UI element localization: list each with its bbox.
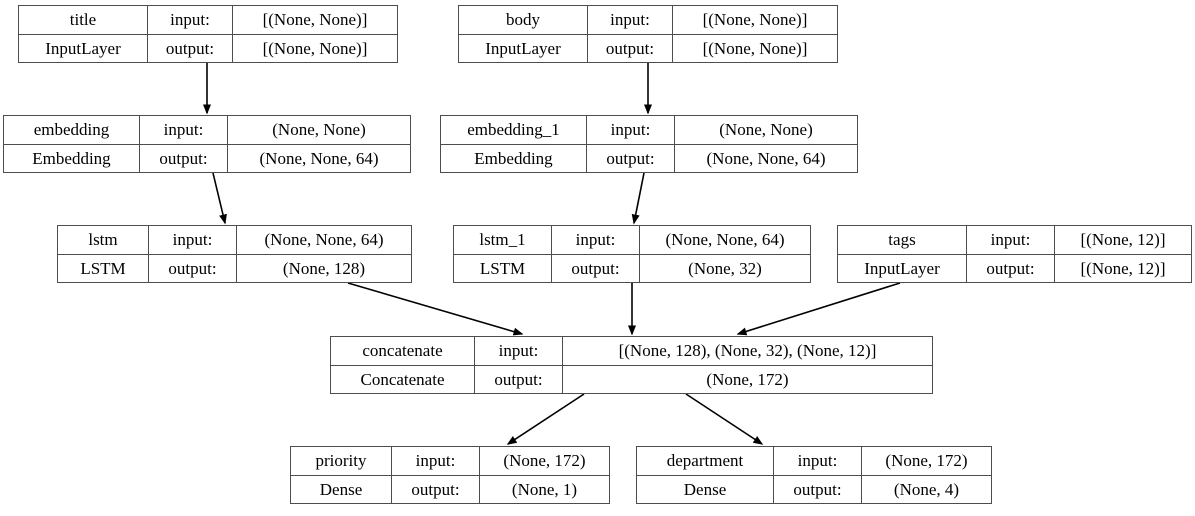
output-shape: (None, 32) [639, 254, 810, 282]
node-department[interactable]: department input:(None, 172) Dense output:(… [636, 446, 992, 504]
edge-concatenate-to-department [685, 393, 764, 445]
node-lstm[interactable]: lstm input:(None, None, 64) LSTM output:(No… [57, 225, 412, 283]
node-row-top: lstm_1 input:(None, None, 64) [454, 226, 810, 254]
output-label: output: [391, 475, 479, 503]
edge-lstm-to-concatenate [347, 282, 524, 336]
output-shape: (None, None, 64) [227, 144, 410, 172]
input-shape: (None, None, 64) [236, 226, 411, 254]
output-shape: [(None, None)] [672, 34, 837, 62]
output-shape: (None, 4) [861, 475, 991, 503]
node-row-top: embedding_1 input:(None, None) [441, 116, 857, 144]
layer-name: concatenate [362, 341, 443, 361]
node-body[interactable]: body input:[(None, None)] InputLayer output… [458, 5, 838, 63]
node-title[interactable]: title input:[(None, None)] InputLayer outpu… [18, 5, 398, 63]
input-shape: [(None, 12)] [1054, 226, 1191, 254]
output-shape: [(None, 12)] [1054, 254, 1191, 282]
node-tags[interactable]: tags input:[(None, 12)] InputLayer output:[… [837, 225, 1192, 283]
layer-name: body [506, 10, 540, 30]
input-shape: (None, 172) [479, 447, 609, 475]
input-label: input: [966, 226, 1054, 254]
input-shape: [(None, 128), (None, 32), (None, 12)] [562, 337, 932, 365]
output-label: output: [147, 34, 232, 62]
layer-class: Dense [683, 479, 727, 499]
input-label: input: [391, 447, 479, 475]
edge-concatenate-to-priority [506, 393, 585, 445]
node-row-top: embedding input:(None, None) [4, 116, 410, 144]
node-row-top: concatenate input:[(None, 128), (None, 32… [331, 337, 932, 365]
node-row-top: department input:(None, 172) [637, 447, 991, 475]
layer-class: InputLayer [864, 258, 940, 278]
input-shape: [(None, None)] [672, 6, 837, 34]
input-label: input: [551, 226, 639, 254]
input-label: input: [474, 337, 562, 365]
node-row-bottom: Dense output:(None, 4) [637, 474, 991, 503]
node-lstm_1[interactable]: lstm_1 input:(None, None, 64) LSTM output:(… [453, 225, 811, 283]
node-row-bottom: LSTM output:(None, 32) [454, 253, 810, 282]
output-label: output: [586, 144, 674, 172]
node-embedding[interactable]: embedding input:(None, None) Embedding outp… [3, 115, 411, 173]
layer-name: priority [315, 451, 367, 471]
input-label: input: [773, 447, 861, 475]
layer-class: Concatenate [360, 369, 445, 389]
node-row-bottom: InputLayer output:[(None, None)] [19, 33, 397, 62]
output-shape: (None, None, 64) [674, 144, 857, 172]
output-label: output: [139, 144, 227, 172]
node-row-top: lstm input:(None, None, 64) [58, 226, 411, 254]
output-shape: [(None, None)] [232, 34, 397, 62]
layer-name: embedding [33, 120, 110, 140]
node-row-bottom: Embedding output:(None, None, 64) [441, 143, 857, 172]
layer-class: Embedding [474, 148, 553, 168]
input-shape: (None, 172) [861, 447, 991, 475]
node-row-bottom: LSTM output:(None, 128) [58, 253, 411, 282]
output-shape: (None, 1) [479, 475, 609, 503]
input-shape: [(None, None)] [232, 6, 397, 34]
input-label: input: [139, 116, 227, 144]
input-label: input: [148, 226, 236, 254]
layer-name: tags [888, 230, 916, 250]
node-row-top: tags input:[(None, 12)] [838, 226, 1191, 254]
node-row-bottom: Concatenate output:(None, 172) [331, 364, 932, 393]
node-concatenate[interactable]: concatenate input:[(None, 128), (None, 32… [330, 336, 933, 394]
layer-class: InputLayer [45, 38, 121, 58]
layer-class: InputLayer [485, 38, 561, 58]
input-label: input: [587, 6, 672, 34]
layer-class: LSTM [479, 258, 526, 278]
node-row-bottom: Embedding output:(None, None, 64) [4, 143, 410, 172]
output-shape: (None, 128) [236, 254, 411, 282]
input-shape: (None, None, 64) [639, 226, 810, 254]
output-label: output: [773, 475, 861, 503]
output-label: output: [966, 254, 1054, 282]
layer-class: LSTM [80, 258, 126, 278]
edge-embedding-to-lstm [212, 172, 227, 225]
input-label: input: [586, 116, 674, 144]
output-label: output: [551, 254, 639, 282]
layer-class: Dense [319, 479, 363, 499]
output-label: output: [474, 365, 562, 393]
layer-name: department [666, 451, 744, 471]
layer-name: lstm_1 [479, 230, 526, 250]
node-row-bottom: InputLayer output:[(None, 12)] [838, 253, 1191, 282]
node-row-top: priority input:(None, 172) [291, 447, 609, 475]
node-row-top: body input:[(None, None)] [459, 6, 837, 34]
edge-tags-to-concatenate [736, 282, 901, 336]
output-label: output: [587, 34, 672, 62]
node-priority[interactable]: priority input:(None, 172) Dense output:(No… [290, 446, 610, 504]
node-row-top: title input:[(None, None)] [19, 6, 397, 34]
input-shape: (None, None) [227, 116, 410, 144]
node-embedding_1[interactable]: embedding_1 input:(None, None) Embedding ou… [440, 115, 858, 173]
output-shape: (None, 172) [562, 365, 932, 393]
layer-name: title [69, 10, 97, 30]
layer-name: lstm [88, 230, 118, 250]
input-label: input: [147, 6, 232, 34]
node-row-bottom: Dense output:(None, 1) [291, 474, 609, 503]
layer-class: Embedding [32, 148, 111, 168]
edge-embedding_1-to-lstm_1 [631, 172, 645, 225]
output-label: output: [148, 254, 236, 282]
input-shape: (None, None) [674, 116, 857, 144]
layer-name: embedding_1 [467, 120, 560, 140]
node-row-bottom: InputLayer output:[(None, None)] [459, 33, 837, 62]
